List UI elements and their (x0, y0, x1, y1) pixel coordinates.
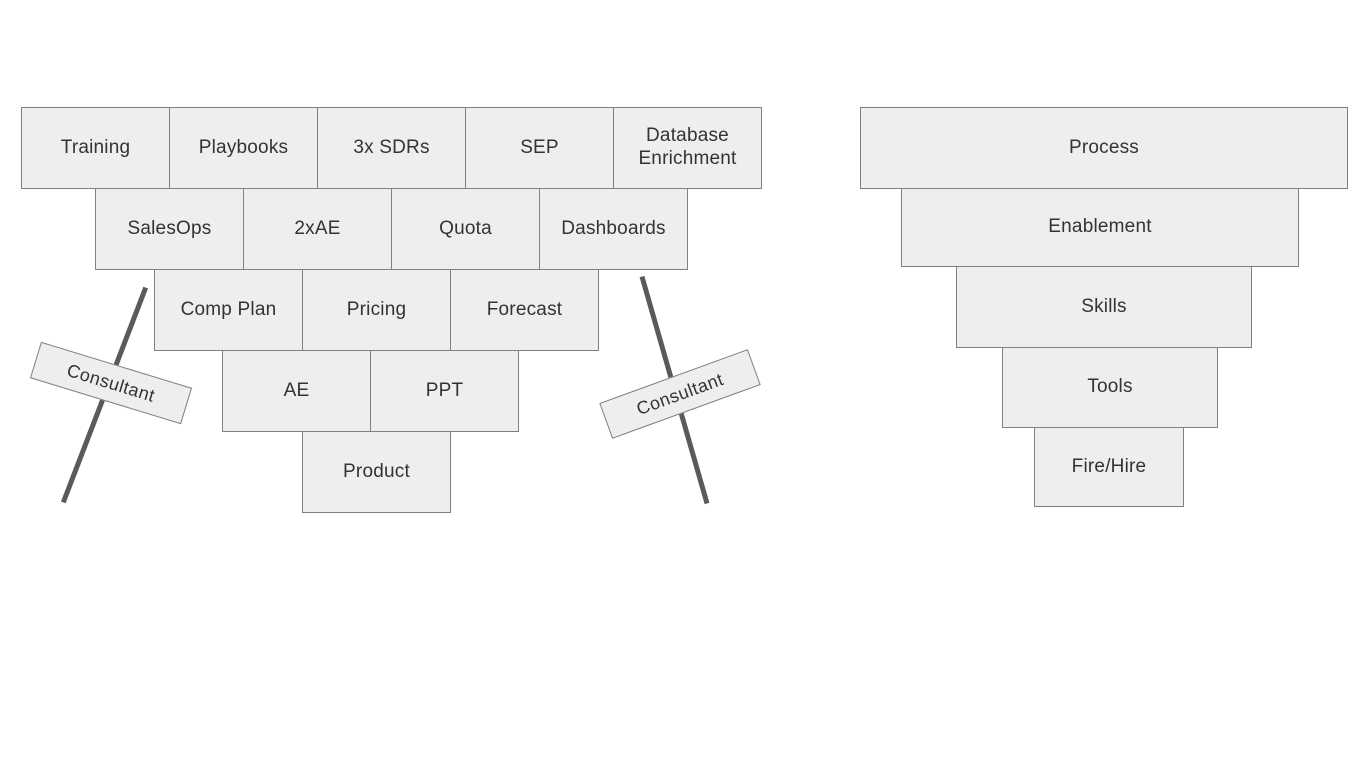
consultant-sign-right: Consultant (599, 349, 761, 439)
box-label: SEP (520, 136, 559, 158)
level-label: Tools (1087, 376, 1133, 398)
box-label: Product (343, 460, 410, 482)
pyramid-box-sep: SEP (465, 107, 614, 189)
pyramid-box-forecast: Forecast (450, 269, 599, 351)
box-label: Database Enrichment (638, 125, 737, 169)
box-label: AE (283, 379, 310, 401)
level-label: Enablement (1048, 216, 1152, 238)
box-label: 3x SDRs (353, 136, 430, 158)
box-label: SalesOps (127, 217, 212, 239)
box-label: PPT (425, 379, 464, 401)
level-label: Fire/Hire (1071, 455, 1147, 477)
pyramid-box-database-enrichment: Database Enrichment (613, 107, 762, 189)
pyramid-box-sdrs: 3x SDRs (317, 107, 466, 189)
box-label: 2xAE (294, 217, 341, 239)
pyramid-box-pricing: Pricing (302, 269, 451, 351)
funnel-level-skills: Skills (956, 266, 1252, 348)
sign-label: Consultant (64, 359, 158, 406)
box-label: Dashboards (561, 217, 666, 239)
pyramid-box-2xae: 2xAE (243, 188, 392, 270)
pyramid-box-playbooks: Playbooks (169, 107, 318, 189)
sign-label: Consultant (633, 368, 727, 419)
box-label: Training (60, 136, 131, 158)
pyramid-box-salesops: SalesOps (95, 188, 244, 270)
box-label: Pricing (346, 298, 407, 320)
funnel-level-process: Process (860, 107, 1348, 189)
level-label: Skills (1081, 295, 1127, 317)
pyramid-box-quota: Quota (391, 188, 540, 270)
pyramid-box-ae: AE (222, 350, 371, 432)
pyramid-box-dashboards: Dashboards (539, 188, 688, 270)
box-label: Comp Plan (180, 298, 277, 320)
level-label: Process (1068, 136, 1140, 158)
pyramid-box-comp-plan: Comp Plan (154, 269, 303, 351)
funnel-level-tools: Tools (1002, 347, 1218, 428)
box-label: Playbooks (198, 136, 289, 158)
consultant-sign-left: Consultant (29, 341, 193, 425)
pyramid-box-product: Product (302, 431, 451, 513)
funnel-level-fire-hire: Fire/Hire (1034, 427, 1184, 507)
box-label: Quota (439, 217, 492, 239)
funnel-level-enablement: Enablement (901, 188, 1299, 267)
pyramid-box-training: Training (21, 107, 170, 189)
box-label: Forecast (486, 298, 563, 320)
pyramid-box-ppt: PPT (370, 350, 519, 432)
